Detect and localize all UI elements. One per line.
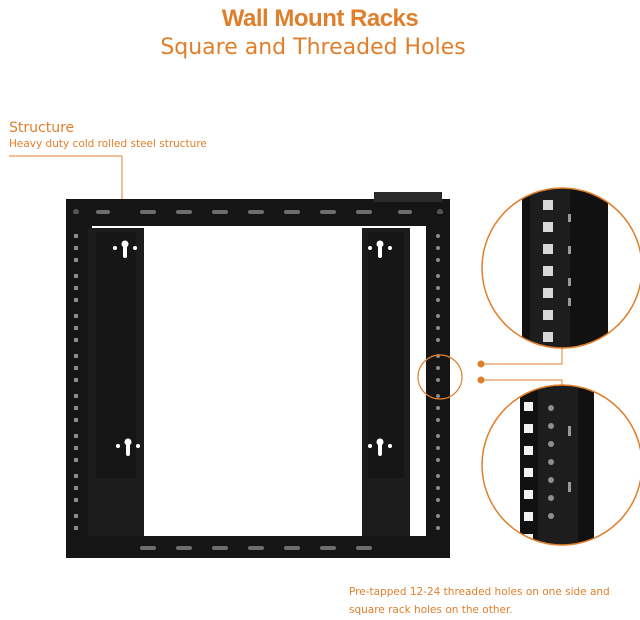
detail-leader-lines [477, 348, 563, 385]
left-post [66, 214, 92, 556]
right-post [426, 214, 450, 556]
caption-line-1: Pre-tapped 12-24 threaded holes on one s… [349, 586, 610, 598]
caption-line-2: square rack holes on the other. [349, 604, 513, 616]
structure-callout-description: Heavy duty cold rolled steel structure [9, 138, 207, 150]
page-subtitle: Square and Threaded Holes [160, 35, 466, 60]
zoom-threaded-holes [481, 384, 640, 546]
page-title: Wall Mount Racks [221, 5, 419, 32]
post-holes [74, 234, 440, 530]
wall-mount-rack [66, 192, 450, 558]
structure-callout-title: Structure [9, 120, 75, 136]
keyhole-slots [113, 240, 392, 456]
detail-highlight-circle [417, 354, 463, 400]
zoom-square-holes [481, 187, 640, 349]
holes-caption: Pre-tapped 12-24 threaded holes on one s… [349, 583, 639, 619]
